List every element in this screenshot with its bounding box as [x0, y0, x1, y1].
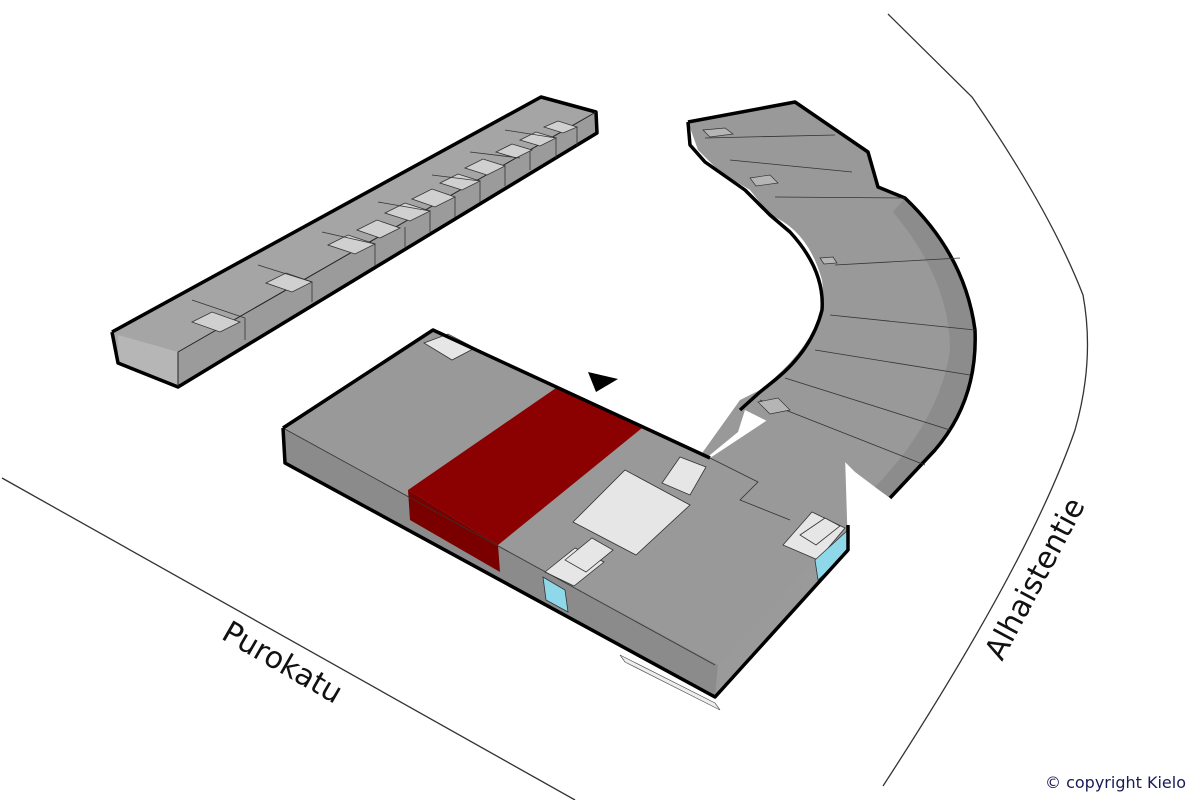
selected-unit-wall — [408, 490, 500, 572]
street-lines — [1, 13, 1089, 800]
alhaistentie-street-line — [882, 13, 1089, 787]
row-building-northwest[interactable] — [110, 95, 599, 389]
copyright-notice: © copyright Kielo — [1045, 773, 1186, 792]
street-label-purokatu: Purokatu — [216, 615, 348, 712]
curved-building-east[interactable] — [686, 100, 977, 500]
main-building-south[interactable] — [281, 328, 850, 711]
purokatu-street-line — [1, 477, 576, 800]
selected-unit-pointer-icon — [588, 372, 618, 392]
glass-entrance-west — [542, 576, 569, 613]
street-label-alhaistentie: Alhaistentie — [978, 492, 1092, 666]
selected-unit[interactable] — [408, 388, 642, 545]
